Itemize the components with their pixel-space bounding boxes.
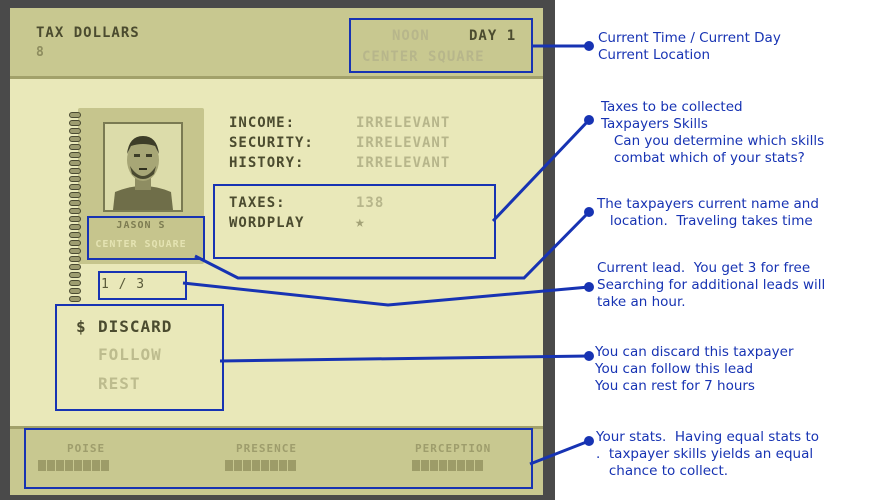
- presence-meter: [225, 460, 296, 471]
- tax-dollars-value: 8: [36, 45, 45, 60]
- follow-option[interactable]: FOLLOW: [98, 345, 162, 364]
- current-day: DAY 1: [469, 28, 517, 44]
- taxpayer-name: JASON S: [116, 220, 166, 231]
- menu-cursor-icon: $: [76, 317, 87, 336]
- income-label: INCOME:: [229, 115, 296, 131]
- player-stats-panel: POISE PRESENCE PERCEPTION: [10, 426, 543, 495]
- current-time: NOON: [392, 28, 430, 44]
- annotation-stats: Your stats. Having equal stats to . taxp…: [596, 429, 820, 479]
- annotation-menu: You can discard this taxpayer You can fo…: [595, 344, 794, 394]
- header-panel: TAX DOLLARS 8 NOON DAY 1 CENTER SQUARE: [10, 8, 543, 79]
- taxes-value: 138: [356, 195, 385, 211]
- lead-counter: 1 / 3: [101, 277, 146, 292]
- game-frame: TAX DOLLARS 8 NOON DAY 1 CENTER SQUARE: [0, 0, 555, 500]
- poise-meter: [38, 460, 109, 471]
- rest-option[interactable]: REST: [98, 374, 141, 393]
- taxpayer-location: CENTER SQUARE: [95, 239, 187, 250]
- income-value: IRRELEVANT: [356, 115, 451, 131]
- annotation-name: The taxpayers current name and location.…: [597, 196, 819, 229]
- annotation-box-menu: [55, 304, 224, 411]
- notepad-rings: [69, 112, 81, 302]
- taxpayer-portrait: [103, 122, 183, 212]
- annotation-box-name: [87, 216, 205, 260]
- annotation-box-stats: [24, 428, 533, 489]
- current-location: CENTER SQUARE: [362, 49, 485, 65]
- history-label: HISTORY:: [229, 155, 305, 171]
- discard-option[interactable]: DISCARD: [98, 317, 173, 336]
- perception-label: PERCEPTION: [415, 442, 492, 455]
- security-value: IRRELEVANT: [356, 135, 451, 151]
- tax-dollars-label: TAX DOLLARS: [36, 25, 140, 41]
- annotation-lead: Current lead. You get 3 for free Searchi…: [597, 260, 826, 310]
- taxpayer-notepad: JASON S CENTER SQUARE: [69, 108, 204, 302]
- perception-meter: [412, 460, 483, 471]
- security-label: SECURITY:: [229, 135, 314, 151]
- poise-label: POISE: [67, 442, 106, 455]
- history-value: IRRELEVANT: [356, 155, 451, 171]
- game-screen: TAX DOLLARS 8 NOON DAY 1 CENTER SQUARE: [10, 8, 543, 495]
- annotation-taxes: Taxes to be collected Taxpayers Skills C…: [601, 99, 825, 166]
- annotation-box-lead: [98, 271, 187, 300]
- annotation-time: Current Time / Current Day Current Locat…: [598, 30, 781, 63]
- presence-label: PRESENCE: [236, 442, 297, 455]
- skill-wordplay-label: WORDPLAY: [229, 215, 305, 231]
- annotation-box-taxes: [213, 184, 496, 259]
- taxes-label: TAXES:: [229, 195, 286, 211]
- star-icon: ★: [355, 212, 366, 231]
